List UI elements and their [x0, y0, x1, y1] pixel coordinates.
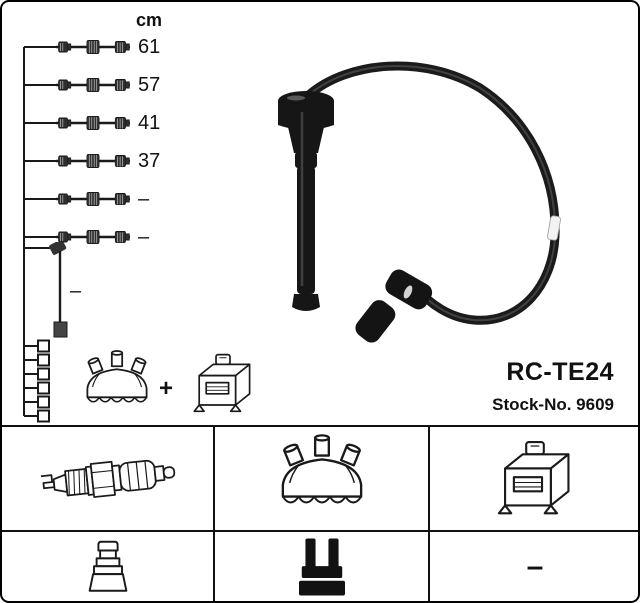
cable-length: –: [138, 188, 150, 210]
grid-hline-2: [2, 530, 638, 532]
coil-wire-icon: [49, 242, 68, 338]
cable-row-icon: [56, 152, 130, 170]
cable-length: –: [138, 226, 150, 248]
grid-vline-2: [428, 425, 430, 601]
harness-tree: [23, 46, 58, 423]
cable-row-icon: [56, 38, 130, 56]
cable-row-icon: [56, 76, 130, 94]
unit-header: cm: [136, 10, 163, 30]
cable-length: 61: [138, 36, 161, 58]
cable-length: 37: [138, 150, 161, 172]
grid-dash: –: [526, 550, 544, 583]
cable-row-icon: [56, 190, 130, 208]
grid-hline-1: [2, 425, 638, 427]
ignition-coil-icon: [491, 438, 579, 520]
spark-plug-icon: [35, 439, 181, 517]
product-code: RC-TE24: [506, 358, 614, 386]
grid-vline-1: [213, 425, 215, 601]
cable-length: 41: [138, 112, 161, 134]
distributor-cap-icon: [266, 434, 378, 524]
cable-print-label: [547, 215, 561, 241]
plug-boot-end: [278, 91, 334, 311]
ignition-cable-photo: [278, 61, 561, 343]
ignition-coil-icon: [188, 348, 258, 420]
cap-terminal-squares: [37, 339, 50, 423]
plug-boot-icon: [85, 540, 131, 596]
black-connector-icon: [299, 538, 345, 596]
cable-row-icon: [56, 114, 130, 132]
distributor-cap-icon: [80, 346, 154, 422]
distributor-boot-end: [355, 269, 433, 343]
plus-sign: +: [159, 375, 174, 402]
stock-number: Stock-No. 9609: [492, 395, 614, 414]
cable-length: 57: [138, 74, 161, 96]
coil-wire-length: –: [70, 280, 82, 302]
